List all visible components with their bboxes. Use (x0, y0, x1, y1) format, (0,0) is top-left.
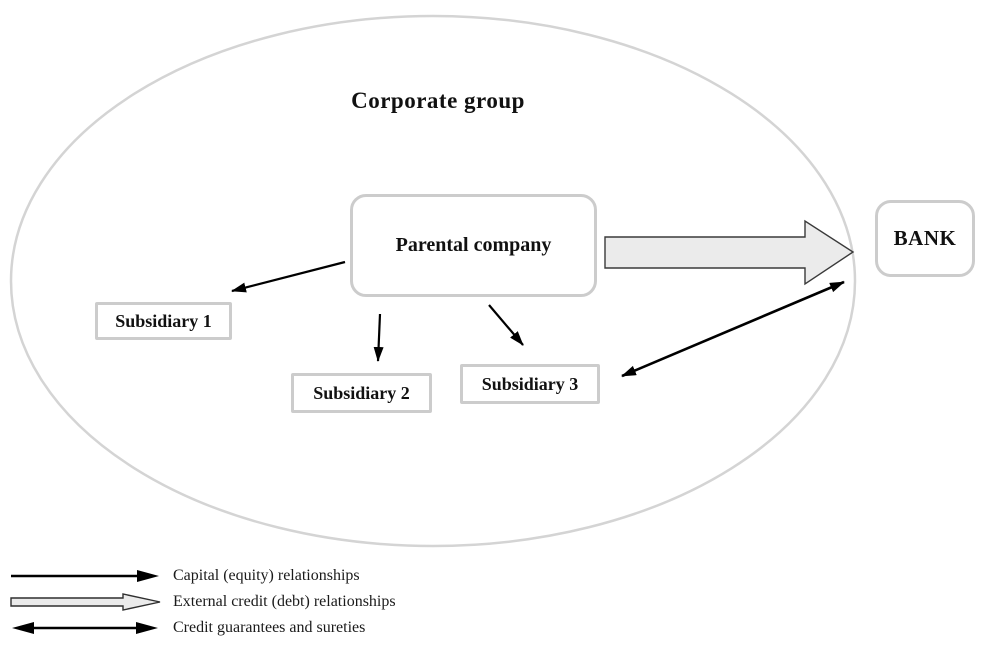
node-parental-company: Parental company (350, 194, 597, 297)
corporate-group-ellipse (9, 14, 857, 548)
block-arrow-parent-to-bank (604, 219, 855, 286)
node-subsidiary-1: Subsidiary 1 (95, 302, 232, 340)
node-subsidiary-2: Subsidiary 2 (291, 373, 432, 413)
arrow-guarantee-sub3-bank (621, 280, 845, 378)
group-title: Corporate group (351, 88, 525, 113)
arrow-parent-to-sub2 (373, 313, 384, 362)
node-bank: BANK (875, 200, 975, 277)
legend: Capital (equity) relationships External … (10, 565, 396, 639)
node-bank-label: BANK (893, 226, 957, 250)
node-subsidiary-3: Subsidiary 3 (460, 364, 600, 404)
legend-label-external-credit: External credit (debt) relationships (173, 593, 396, 610)
guarantee-arrow-icon (12, 622, 158, 634)
node-parental-company-label: Parental company (395, 234, 552, 256)
arrow-parent-to-sub3 (488, 304, 524, 346)
capital-arrow-icon (11, 570, 159, 582)
legend-row-guarantee: Credit guarantees and sureties (10, 617, 396, 639)
arrow-parent-to-sub1 (231, 260, 346, 293)
node-subsidiary-2-label: Subsidiary 2 (313, 382, 410, 403)
legend-label-capital: Capital (equity) relationships (173, 567, 360, 584)
node-subsidiary-1-label: Subsidiary 1 (115, 310, 212, 331)
legend-row-external-credit: External credit (debt) relationships (10, 591, 396, 613)
external-credit-arrow-icon (10, 593, 161, 611)
legend-label-guarantee: Credit guarantees and sureties (173, 619, 366, 636)
node-subsidiary-3-label: Subsidiary 3 (481, 373, 579, 394)
legend-row-capital: Capital (equity) relationships (10, 565, 396, 587)
